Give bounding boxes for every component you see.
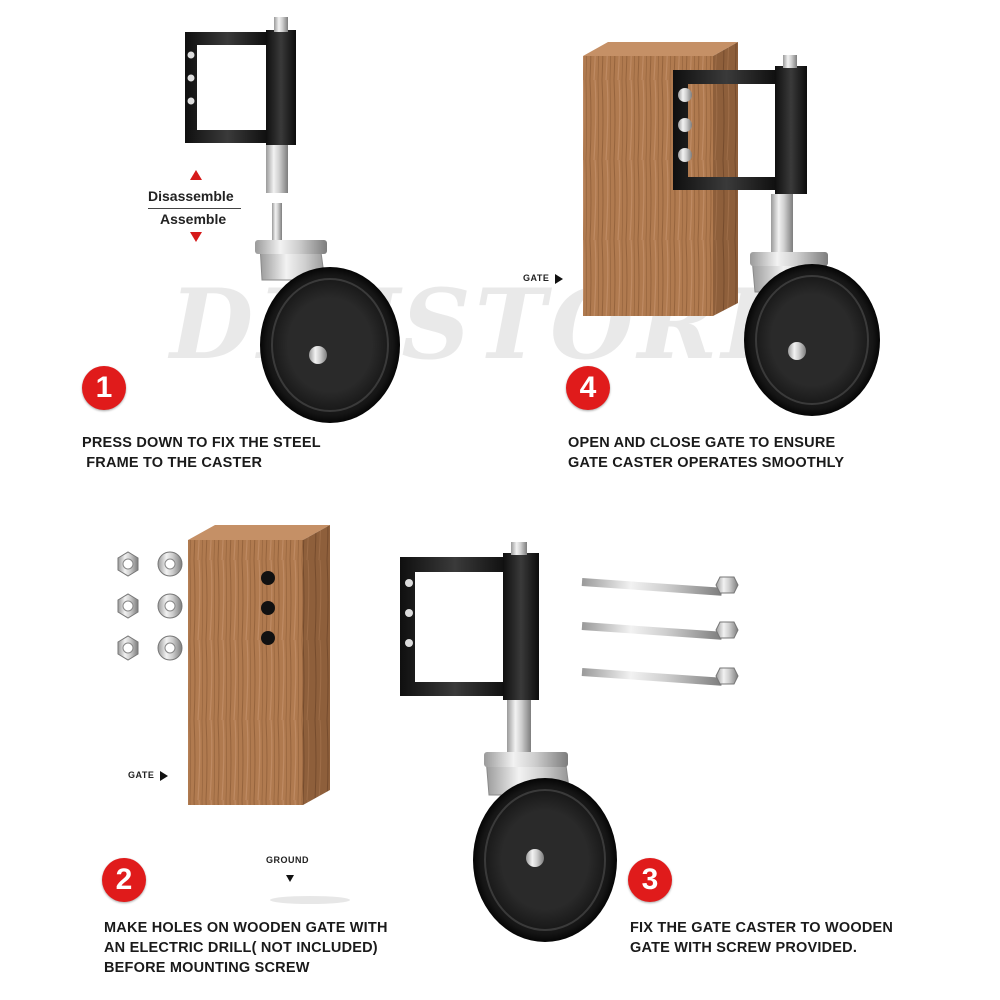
step-2-badge: 2 (102, 858, 146, 902)
step-4-text: OPEN AND CLOSE GATE TO ENSURE GATE CASTE… (568, 435, 845, 471)
assemble-label: Assemble (160, 211, 227, 227)
steel-frame-4 (673, 55, 807, 254)
bolts (581, 576, 739, 686)
gate-label-2: GATE (128, 770, 169, 781)
assemble-arrow-icon (190, 232, 202, 242)
divider-line (148, 208, 241, 209)
step-3-text: FIX THE GATE CASTER TO WOODEN GATE WITH … (630, 920, 894, 956)
step-3-badge: 3 (628, 858, 672, 902)
steel-frame-3 (400, 542, 539, 755)
ground-label: GROUND (266, 855, 309, 865)
disassemble-label: Disassemble (148, 188, 234, 204)
steel-frame-1 (185, 17, 296, 193)
gate-label-4: GATE (523, 273, 564, 284)
disassemble-arrow-icon (190, 170, 202, 180)
gate-label-text: GATE (523, 273, 550, 283)
nuts-and-washers (117, 551, 183, 661)
arrow-down-icon (286, 875, 294, 882)
step-1-text: PRESS DOWN TO FIX THE STEEL FRAME TO THE… (82, 435, 321, 471)
arrow-right-icon (555, 273, 564, 284)
gate-label-text: GATE (128, 770, 155, 780)
step-1-badge: 1 (82, 366, 126, 410)
arrow-right-icon (160, 770, 169, 781)
step-4-badge: 4 (566, 366, 610, 410)
step-2-text: MAKE HOLES ON WOODEN GATE WITH AN ELECTR… (104, 920, 388, 976)
